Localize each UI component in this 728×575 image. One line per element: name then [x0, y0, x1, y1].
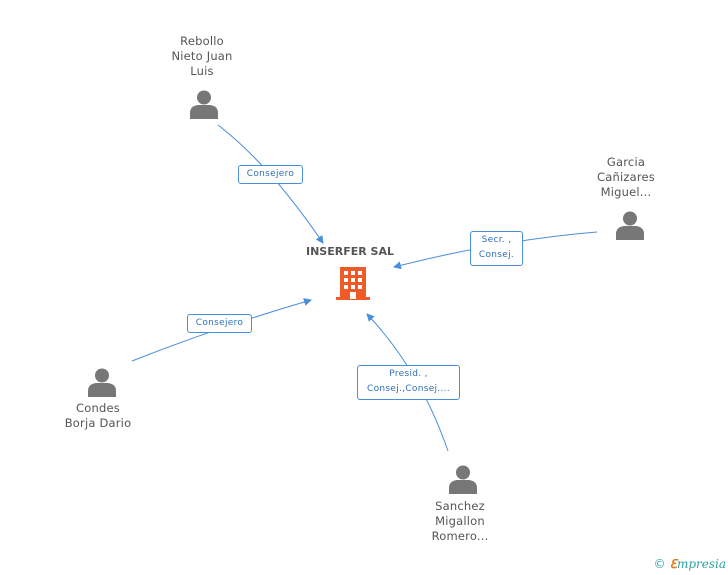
person-name-condes[interactable]: Condes Borja Dario — [64, 401, 132, 430]
person-name-sanchez[interactable]: Sanchez Migallon Romero... — [431, 499, 489, 543]
company-name[interactable]: INSERFER SAL — [306, 245, 394, 258]
relation-label-garcia[interactable]: Secr. , Consej. — [470, 231, 523, 266]
person-icon[interactable] — [615, 210, 645, 240]
building-icon[interactable] — [336, 265, 370, 301]
person-icon[interactable] — [189, 89, 219, 119]
edge-rebollo — [217, 124, 324, 244]
brand-logo-initial: ℇ — [669, 557, 677, 571]
person-icon[interactable] — [448, 464, 478, 494]
relation-label-rebollo[interactable]: Consejero — [238, 165, 303, 184]
person-name-garcia[interactable]: Garcia Cañizares Miguel... — [597, 155, 655, 199]
relation-label-condes[interactable]: Consejero — [187, 314, 252, 333]
brand-logo-text: mpresia — [676, 557, 726, 571]
relation-label-sanchez[interactable]: Presid. , Consej.,Consej.... — [357, 365, 460, 400]
person-name-rebollo[interactable]: Rebollo Nieto Juan Luis — [171, 34, 233, 78]
person-icon[interactable] — [87, 367, 117, 397]
brand-footer: ©ℇmpresia — [654, 557, 726, 571]
copyright-icon: © — [653, 557, 666, 571]
